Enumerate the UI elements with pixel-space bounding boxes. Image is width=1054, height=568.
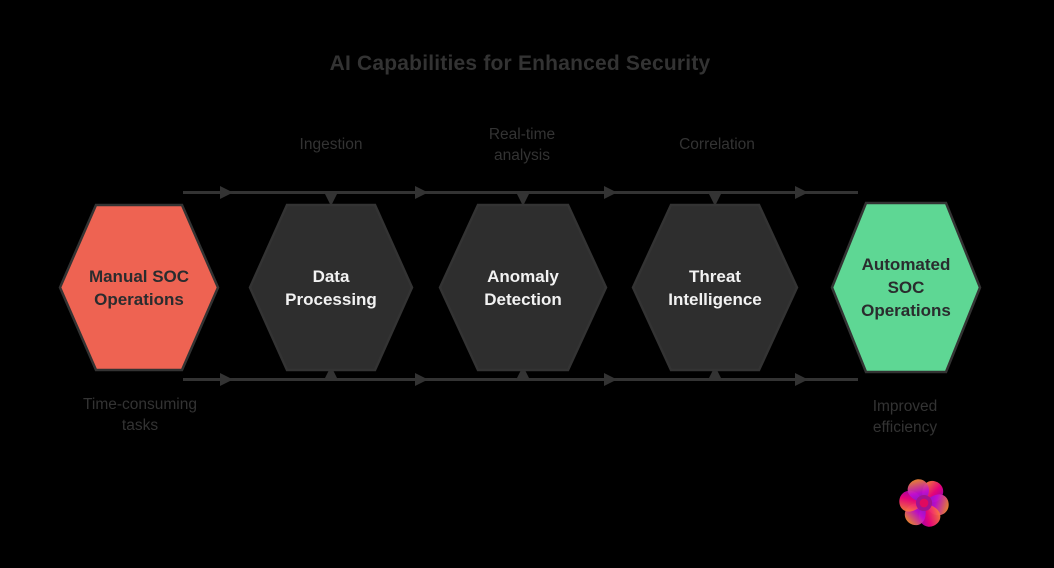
node-label-anomaly-detection: Anomaly Detection: [484, 266, 562, 309]
node-label-data-processing: Data Processing: [285, 266, 377, 309]
node-manual-soc-shape: [58, 203, 220, 372]
node-data-processing-shape: [248, 203, 414, 372]
node-label-manual-soc: Manual SOC Operations: [88, 266, 190, 309]
arrowhead-up-icon: [324, 366, 338, 380]
node-label-automated-soc: Automated SOC Operations: [861, 255, 951, 320]
diagram-title: AI Capabilities for Enhanced Security: [329, 52, 711, 75]
edge-label-ingestion: Ingestion: [299, 136, 363, 153]
arrowhead-down-icon: [324, 192, 338, 206]
arrowhead-down-icon: [516, 192, 530, 206]
arrowhead-right-icon: [415, 186, 428, 199]
edge-label-realtime-analysis: Real-time analysis: [488, 126, 556, 164]
arrowhead-right-icon: [415, 373, 428, 386]
arrowhead-right-icon: [604, 186, 617, 199]
arrowhead-right-icon: [795, 373, 808, 386]
arrowhead-down-icon: [708, 192, 722, 206]
edge-label-correlation: Correlation: [679, 136, 755, 153]
arrowhead-right-icon: [604, 373, 617, 386]
node-anomaly-detection-shape: [438, 203, 608, 372]
arrowhead-up-icon: [708, 366, 722, 380]
node-label-threat-intelligence: Threat Intelligence: [668, 266, 762, 309]
arrowhead-up-icon: [516, 366, 530, 380]
arrowhead-right-icon: [220, 373, 233, 386]
node-threat-intelligence-shape: [631, 203, 799, 372]
edge-label-time-consuming-tasks: Time-consuming tasks: [83, 396, 197, 434]
edge-label-improved-efficiency: Improved efficiency: [872, 398, 938, 436]
node-automated-soc-shape: [830, 201, 982, 374]
mermaid-chart-logo-icon: [899, 479, 949, 527]
arrowhead-right-icon: [220, 186, 233, 199]
arrowhead-right-icon: [795, 186, 808, 199]
